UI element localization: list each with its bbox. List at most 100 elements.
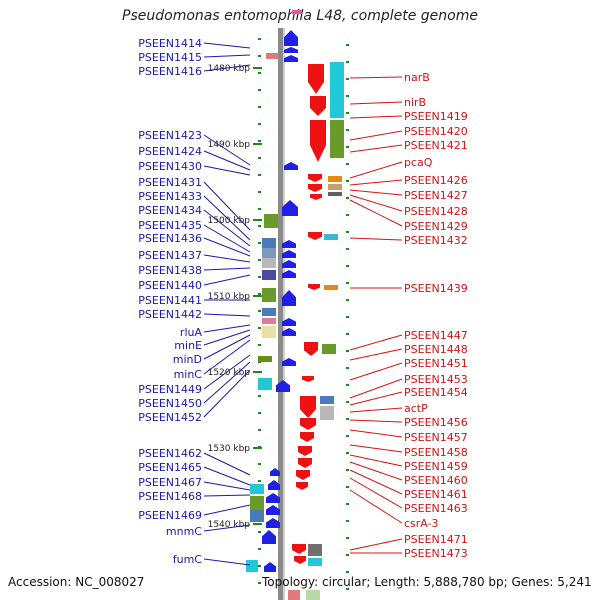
gene-label-left[interactable]: PSEEN1452 [138,411,202,424]
gene-label-right[interactable]: PSEEN1420 [404,125,468,138]
gene-label-left[interactable]: PSEEN1430 [138,160,202,173]
gene-label-right[interactable]: PSEEN1454 [404,386,468,399]
gene-block [258,378,272,390]
gene-label-left[interactable]: minE [174,339,202,352]
gene-label-right[interactable]: PSEEN1459 [404,460,468,473]
gene-label-left[interactable]: PSEEN1431 [138,176,202,189]
reverse-gene-arrow [304,342,318,356]
gene-label-left[interactable]: PSEEN1424 [138,145,202,158]
gene-dot [346,588,349,590]
gene-label-right[interactable]: PSEEN1429 [404,220,468,233]
gene-leader-line [203,369,251,418]
reverse-gene-arrow [296,482,308,490]
gene-label-right[interactable]: PSEEN1439 [404,282,468,295]
gene-label-left[interactable]: PSEEN1415 [138,51,202,64]
forward-gene-arrow [266,518,280,528]
gene-dot [258,89,261,91]
gene-dot [258,548,261,550]
gene-dot [346,282,349,284]
gene-leader-line [349,194,403,212]
reverse-gene-arrow [302,376,314,382]
gene-label-left[interactable]: PSEEN1423 [138,129,202,142]
gene-label-right[interactable]: PSEEN1463 [404,502,468,515]
gene-label-right[interactable]: PSEEN1432 [404,234,468,247]
forward-gene-arrow [270,468,280,476]
forward-gene-arrow [266,505,280,515]
gene-dot [258,582,261,584]
gene-label-right[interactable]: csrA-3 [404,517,439,530]
gene-leader-line [203,42,251,49]
gene-leader-line [349,199,403,227]
gene-label-right[interactable]: PSEEN1426 [404,174,468,187]
gene-label-left[interactable]: mnmC [166,525,202,538]
gene-label-left[interactable]: PSEEN1435 [138,219,202,232]
gene-label-right[interactable]: PSEEN1471 [404,533,468,546]
gene-block [250,484,264,494]
gene-label-right[interactable]: actP [404,402,428,415]
gene-label-left[interactable]: minC [174,368,203,381]
gene-label-right[interactable]: PSEEN1451 [404,357,468,370]
gene-label-right[interactable]: PSEEN1473 [404,547,468,560]
gene-label-left[interactable]: PSEEN1442 [138,308,202,321]
gene-label-left[interactable]: PSEEN1436 [138,232,202,245]
gene-dot [258,310,261,312]
gene-dot [258,344,261,346]
gene-block [308,558,322,566]
gene-label-left[interactable]: PSEEN1416 [138,65,202,78]
reverse-gene-arrow [300,418,316,430]
gene-leader-line [203,558,251,566]
gene-block [258,356,272,362]
gene-leader-line [349,489,403,524]
gene-block [330,96,344,118]
gene-label-left[interactable]: PSEEN1462 [138,447,202,460]
kbp-tick-label: 1520 kbp [208,368,251,378]
gene-label-left[interactable]: PSEEN1433 [138,190,202,203]
gene-label-right[interactable]: PSEEN1448 [404,343,468,356]
gene-label-right[interactable]: PSEEN1428 [404,205,468,218]
gene-label-right[interactable]: PSEEN1447 [404,329,468,342]
gene-leader-line [349,407,403,413]
gene-label-right[interactable]: PSEEN1453 [404,373,468,386]
gene-label-left[interactable]: PSEEN1468 [138,490,202,503]
gene-dot [346,95,349,97]
gene-label-left[interactable]: PSEEN1438 [138,264,202,277]
gene-label-left[interactable]: PSEEN1450 [138,397,202,410]
gene-label-left[interactable]: PSEEN1465 [138,461,202,474]
gene-label-left[interactable]: PSEEN1467 [138,476,202,489]
gene-block [262,258,276,268]
gene-label-left[interactable]: minD [173,353,202,366]
gene-label-right[interactable]: PSEEN1458 [404,446,468,459]
gene-label-left[interactable]: fumC [173,553,203,566]
gene-dot [346,571,349,573]
kbp-tick-label: 1530 kbp [208,444,251,454]
gene-label-right[interactable]: PSEEN1419 [404,110,468,123]
gene-label-right[interactable]: PSEEN1461 [404,488,468,501]
gene-label-left[interactable]: PSEEN1441 [138,294,202,307]
gene-label-right[interactable]: PSEEN1460 [404,474,468,487]
gene-label-left[interactable]: PSEEN1440 [138,279,202,292]
gene-leader-line [349,538,403,551]
gene-label-right[interactable]: PSEEN1457 [404,431,468,444]
gene-label-left[interactable]: PSEEN1414 [138,37,202,50]
gene-dot [258,259,261,261]
gene-label-right[interactable]: PSEEN1421 [404,139,468,152]
gene-label-right[interactable]: PSEEN1456 [404,416,468,429]
gene-label-right[interactable]: nirB [404,96,426,109]
gene-dot [258,140,261,142]
gene-label-left[interactable]: PSEEN1434 [138,204,202,217]
gene-label-right[interactable]: pcaQ [404,156,433,169]
gene-label-left[interactable]: PSEEN1469 [138,509,202,522]
forward-gene-arrow [282,270,296,278]
gene-leader-line [349,348,403,361]
gene-label-right[interactable]: narB [404,71,430,84]
gene-block [262,318,276,324]
gene-leader-line [203,324,251,333]
gene-label-left[interactable]: PSEEN1449 [138,383,202,396]
gene-block [322,344,336,354]
gene-dot [346,129,349,131]
gene-label-left[interactable]: PSEEN1437 [138,249,202,262]
forward-gene-arrow [268,480,280,490]
gene-dot [258,565,261,567]
gene-label-right[interactable]: PSEEN1427 [404,189,468,202]
gene-label-left[interactable]: rluA [180,326,203,339]
